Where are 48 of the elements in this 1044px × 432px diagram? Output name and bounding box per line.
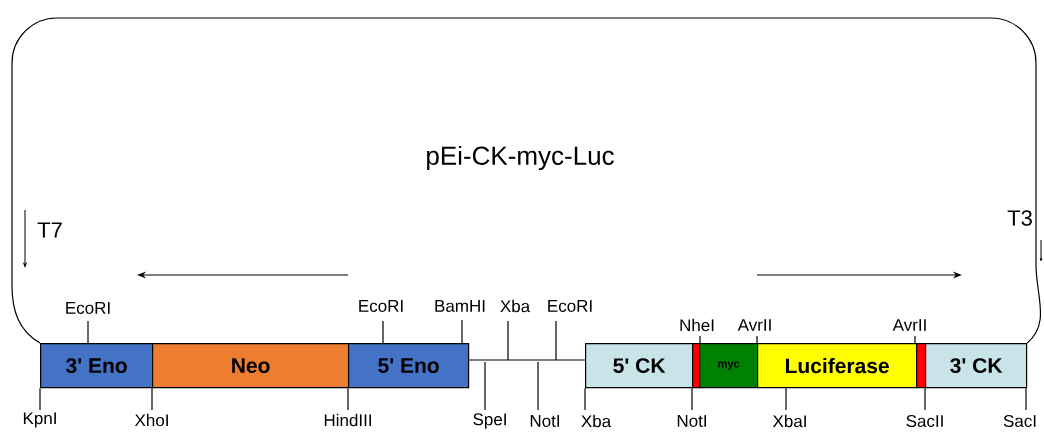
site-label: EcoRI	[548, 300, 592, 312]
site-label: KpnI	[23, 412, 56, 428]
site-label: AvrII	[892, 319, 926, 331]
site-label: NotI	[530, 415, 559, 427]
gene-box: myc	[699, 343, 759, 389]
leader-line	[1025, 387, 1027, 411]
leader-line	[382, 320, 384, 344]
leader-line	[924, 387, 926, 411]
backbone-line	[468, 359, 586, 361]
leader-line	[537, 361, 539, 411]
leader-line	[87, 320, 89, 344]
promoter-label: T7	[37, 222, 62, 238]
leader-line	[914, 335, 916, 344]
site-label: SpeI	[473, 413, 506, 429]
leader-line	[151, 387, 153, 411]
site-label: SacII	[906, 415, 943, 428]
leader-line	[39, 387, 41, 411]
site-label: XbaI	[772, 414, 806, 428]
site-label: HindIII	[324, 413, 371, 427]
leader-line	[347, 387, 349, 411]
leader-line	[461, 319, 463, 344]
gene-box: 5' CK	[585, 343, 694, 389]
promoter-label: T3	[1007, 210, 1032, 226]
linker-bar	[916, 343, 927, 389]
gene-box: Luciferase	[757, 343, 918, 389]
gene-box: 5' Eno	[348, 343, 470, 389]
gene-box: Neo	[152, 343, 350, 389]
gene-box: 3' CK	[925, 343, 1028, 389]
site-label: XhoI	[134, 413, 168, 427]
leader-line	[584, 387, 586, 411]
site-label: BamHI	[435, 300, 485, 312]
leader-line	[699, 335, 701, 344]
site-label: SacI	[1003, 415, 1036, 428]
leader-line	[691, 387, 693, 411]
leader-line	[484, 361, 486, 411]
plasmid-name: pEi-CK-myc-Luc	[427, 145, 614, 171]
leader-line	[756, 335, 758, 344]
site-label: Xba	[581, 414, 612, 428]
site-label: AvrII	[737, 319, 771, 331]
site-label: EcoRI	[359, 300, 403, 312]
site-label: NotI	[677, 415, 706, 427]
site-label: NheI	[680, 318, 714, 332]
site-label: EcoRI	[66, 302, 110, 314]
leader-line	[785, 387, 787, 411]
leader-line	[507, 320, 509, 361]
leader-line	[555, 320, 557, 361]
site-label: Xba	[500, 299, 531, 313]
gene-box: 3' Eno	[40, 343, 154, 389]
